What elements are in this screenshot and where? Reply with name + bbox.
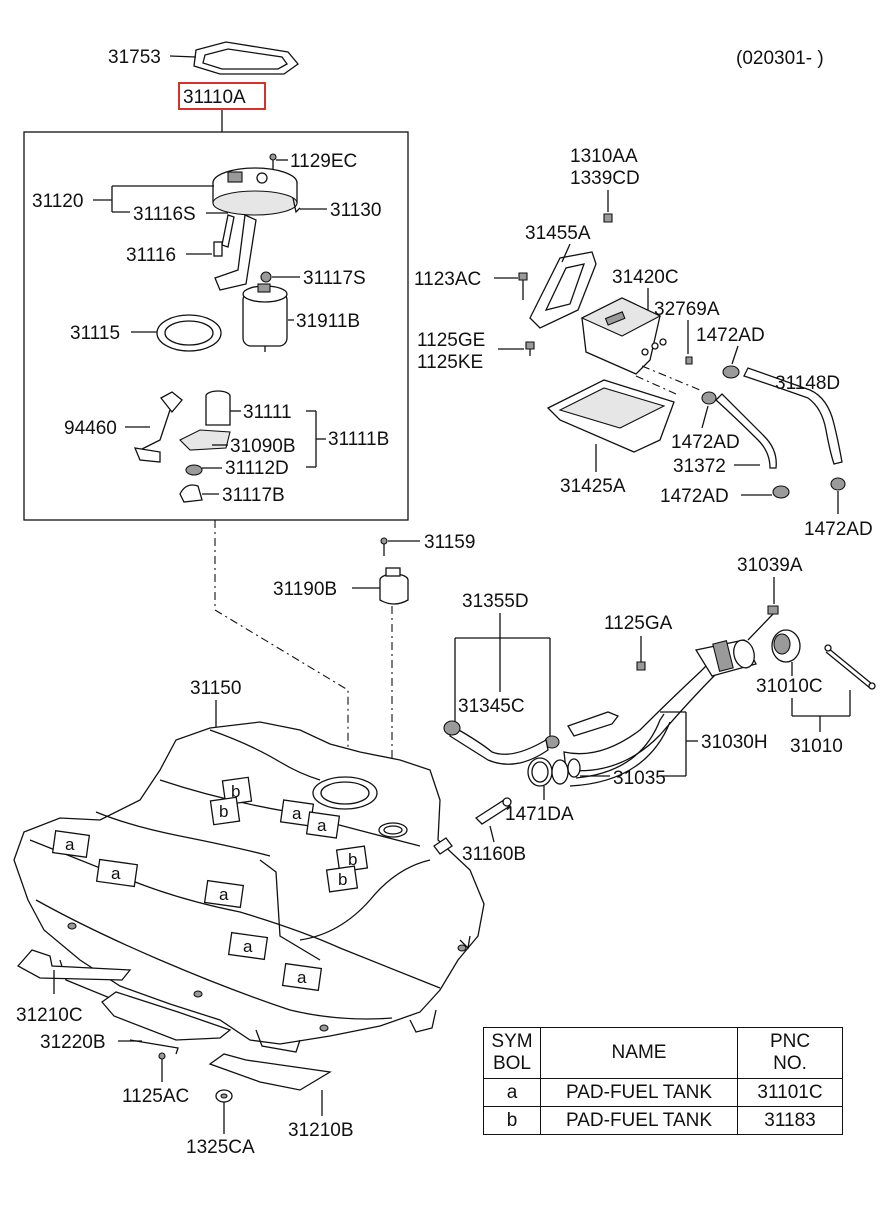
symbol-legend-table: SYM BOL NAME PNC NO. a PAD-FUEL TANK 311… bbox=[483, 1027, 843, 1135]
pad-mark-a: a bbox=[292, 804, 302, 823]
callout-1125GA[interactable]: 1125GA bbox=[604, 613, 673, 634]
pad-mark-b: b bbox=[348, 850, 357, 869]
callout-31455A[interactable]: 31455A bbox=[525, 223, 591, 244]
callout-1129EC[interactable]: 1129EC bbox=[290, 151, 357, 172]
callout-1472AD-low[interactable]: 1472AD bbox=[660, 486, 729, 507]
legend-row-name: PAD-FUEL TANK bbox=[540, 1078, 738, 1107]
callout-1125KE[interactable]: 1125KE bbox=[417, 352, 483, 373]
callout-31112D[interactable]: 31112D bbox=[225, 458, 289, 479]
callout-1125AC[interactable]: 1125AC bbox=[122, 1086, 189, 1107]
legend-header-name: NAME bbox=[540, 1027, 738, 1079]
legend-header-pnc-text: PNC NO. bbox=[769, 1031, 811, 1074]
callout-1310AA[interactable]: 1310AA bbox=[570, 146, 638, 167]
callout-31148D[interactable]: 31148D bbox=[775, 373, 840, 394]
callout-1472AD-mid[interactable]: 1472AD bbox=[671, 432, 740, 453]
callout-31159[interactable]: 31159 bbox=[424, 532, 475, 553]
vent-valve-drawing bbox=[379, 537, 409, 605]
callout-31010C[interactable]: 31010C bbox=[756, 676, 823, 697]
legend-row: a PAD-FUEL TANK 31101C bbox=[483, 1078, 843, 1107]
callout-1472AD-right[interactable]: 1472AD bbox=[804, 519, 873, 540]
assembly-highlight-box bbox=[178, 82, 266, 110]
callout-31130[interactable]: 31130 bbox=[330, 200, 381, 221]
callout-31115[interactable]: 31115 bbox=[70, 323, 120, 344]
pad-mark-a: a bbox=[111, 864, 121, 883]
pad-mark-b: b bbox=[338, 870, 347, 889]
callout-1123AC[interactable]: 1123AC bbox=[414, 269, 481, 290]
callout-31220B[interactable]: 31220B bbox=[40, 1032, 106, 1053]
callout-31010[interactable]: 31010 bbox=[790, 736, 843, 757]
callout-1472AD-top[interactable]: 1472AD bbox=[696, 325, 765, 346]
legend-row-sym: b bbox=[483, 1106, 541, 1135]
callout-94460[interactable]: 94460 bbox=[64, 418, 117, 439]
legend-header-sym: SYM BOL bbox=[483, 1027, 541, 1079]
callout-1339CD[interactable]: 1339CD bbox=[570, 168, 640, 189]
callout-31372[interactable]: 31372 bbox=[673, 456, 726, 477]
pad-mark-b: b bbox=[219, 802, 228, 821]
pad-mark-a: a bbox=[243, 937, 253, 956]
callout-31039A[interactable]: 31039A bbox=[737, 555, 803, 576]
callout-31117S[interactable]: 31117S bbox=[303, 268, 366, 289]
legend-row-sym: a bbox=[483, 1078, 541, 1107]
callout-31030H[interactable]: 31030H bbox=[701, 732, 768, 753]
callout-1325CA[interactable]: 1325CA bbox=[186, 1137, 255, 1158]
callout-31345C[interactable]: 31345C bbox=[458, 696, 525, 717]
callout-31911B[interactable]: 31911B bbox=[296, 311, 360, 332]
callout-31355D[interactable]: 31355D bbox=[462, 591, 529, 612]
legend-header-pnc: PNC NO. bbox=[737, 1027, 843, 1079]
callout-31035[interactable]: 31035 bbox=[613, 768, 666, 789]
callout-31111[interactable]: 31111 bbox=[243, 402, 292, 423]
callout-1125GE[interactable]: 1125GE bbox=[417, 330, 485, 351]
callout-31160B[interactable]: 31160B bbox=[462, 844, 526, 865]
gasket-31753-drawing bbox=[193, 41, 299, 75]
callout-31116[interactable]: 31116 bbox=[126, 245, 176, 266]
callout-31117B[interactable]: 31117B bbox=[222, 485, 285, 506]
pad-mark-a: a bbox=[219, 885, 229, 904]
pump-module-frame bbox=[23, 131, 409, 521]
callout-31190B[interactable]: 31190B bbox=[273, 579, 337, 600]
callout-31090B[interactable]: 31090B bbox=[230, 436, 296, 457]
callout-31210C[interactable]: 31210C bbox=[16, 1005, 83, 1026]
date-code: (020301- ) bbox=[736, 48, 824, 69]
callout-31116S[interactable]: 31116S bbox=[133, 204, 196, 225]
legend-header-sym-text: SYM BOL bbox=[491, 1031, 533, 1074]
callout-1471DA[interactable]: 1471DA bbox=[505, 804, 574, 825]
callout-31110A[interactable]: 31110A bbox=[183, 87, 246, 108]
legend-row-pnc[interactable]: 31101C bbox=[737, 1078, 843, 1107]
tank-straps-drawing bbox=[16, 949, 332, 1103]
callout-31111B[interactable]: 31111B bbox=[328, 429, 389, 450]
pad-mark-a: a bbox=[317, 816, 327, 835]
fuel-pump-module-drawing bbox=[133, 153, 301, 503]
pump-to-tank-leader bbox=[214, 520, 349, 780]
callout-31210B[interactable]: 31210B bbox=[288, 1120, 354, 1141]
legend-row: b PAD-FUEL TANK 31183 bbox=[483, 1106, 843, 1135]
callout-31425A[interactable]: 31425A bbox=[560, 476, 626, 497]
legend-header-name-text: NAME bbox=[611, 1042, 667, 1063]
pad-mark-b: b bbox=[231, 782, 240, 801]
legend-row-name: PAD-FUEL TANK bbox=[540, 1106, 738, 1135]
legend-row-pnc[interactable]: 31183 bbox=[737, 1106, 843, 1135]
fuel-tank-drawing bbox=[13, 721, 485, 1053]
callout-31150[interactable]: 31150 bbox=[190, 678, 241, 699]
callout-32769A[interactable]: 32769A bbox=[654, 299, 720, 320]
canister-assembly-drawing bbox=[518, 213, 846, 499]
callout-31753[interactable]: 31753 bbox=[108, 47, 161, 68]
legend-header-row: SYM BOL NAME PNC NO. bbox=[483, 1027, 843, 1079]
callout-31120[interactable]: 31120 bbox=[32, 191, 83, 212]
pad-markers: b b a a a a b b a a a bbox=[51, 776, 369, 992]
callout-31420C[interactable]: 31420C bbox=[612, 267, 679, 288]
filler-neck-drawing bbox=[443, 605, 876, 825]
pad-mark-a: a bbox=[65, 835, 75, 854]
pad-mark-a: a bbox=[297, 968, 307, 987]
